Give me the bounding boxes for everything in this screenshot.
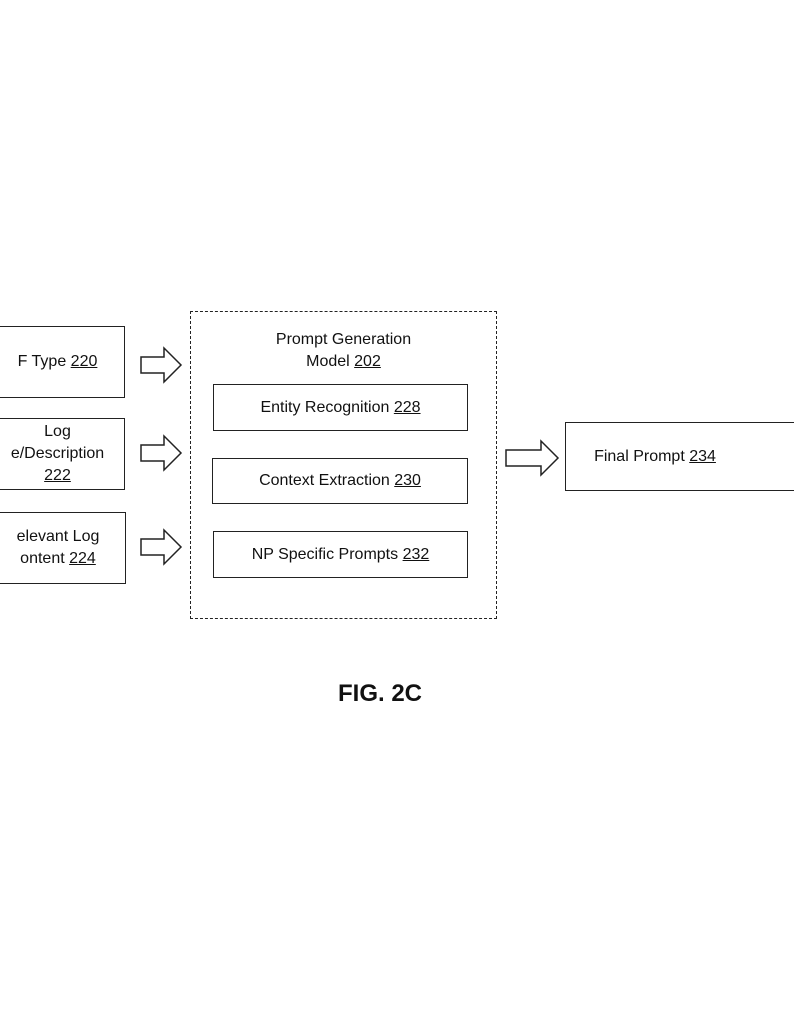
input-label-line: elevant Log xyxy=(16,528,100,545)
component-entity-recognition: Entity Recognition 228 xyxy=(213,384,468,431)
input-label-line: Log xyxy=(44,423,71,440)
reference-number: 202 xyxy=(354,353,381,370)
component-label: Entity Recognition 228 xyxy=(260,398,421,416)
figure-caption: FIG. 2C xyxy=(337,680,422,707)
final-prompt-box: Final Prompt 234 xyxy=(565,422,794,491)
reference-number: 228 xyxy=(393,398,421,416)
flow-arrow-3 xyxy=(140,528,183,566)
reference-number: 224 xyxy=(69,550,96,567)
component-np-specific-prompts: NP Specific Prompts 232 xyxy=(213,531,468,578)
input-box-relevant-log-content: elevant Log ontent 224 xyxy=(0,512,126,584)
reference-number: 220 xyxy=(70,353,98,370)
final-prompt-label: Final Prompt 234 xyxy=(594,447,716,465)
model-title-line: Prompt Generation xyxy=(275,331,412,348)
component-label: Context Extraction 230 xyxy=(259,472,421,489)
model-title: Prompt Generation Model 202 xyxy=(190,329,497,373)
reference-number: 232 xyxy=(402,545,430,563)
flow-arrow-1 xyxy=(140,346,183,384)
input-label-line: F Type 220 xyxy=(17,353,98,370)
input-label-line: e/Description xyxy=(10,445,105,462)
prompt-generation-model-container xyxy=(190,311,497,619)
reference-number: 222 xyxy=(44,467,71,484)
reference-number: 234 xyxy=(689,447,716,465)
flow-arrow-2 xyxy=(140,434,183,472)
input-label-line: ontent 224 xyxy=(20,550,96,567)
input-box-log-description: Log e/Description 222 xyxy=(0,418,125,490)
component-context-extraction: Context Extraction 230 xyxy=(212,458,468,504)
model-title-line: Model 202 xyxy=(306,353,381,370)
reference-number: 230 xyxy=(394,472,421,489)
output-arrow xyxy=(505,439,560,477)
component-label: NP Specific Prompts 232 xyxy=(251,545,430,563)
input-box-nf-type: F Type 220 xyxy=(0,326,125,398)
